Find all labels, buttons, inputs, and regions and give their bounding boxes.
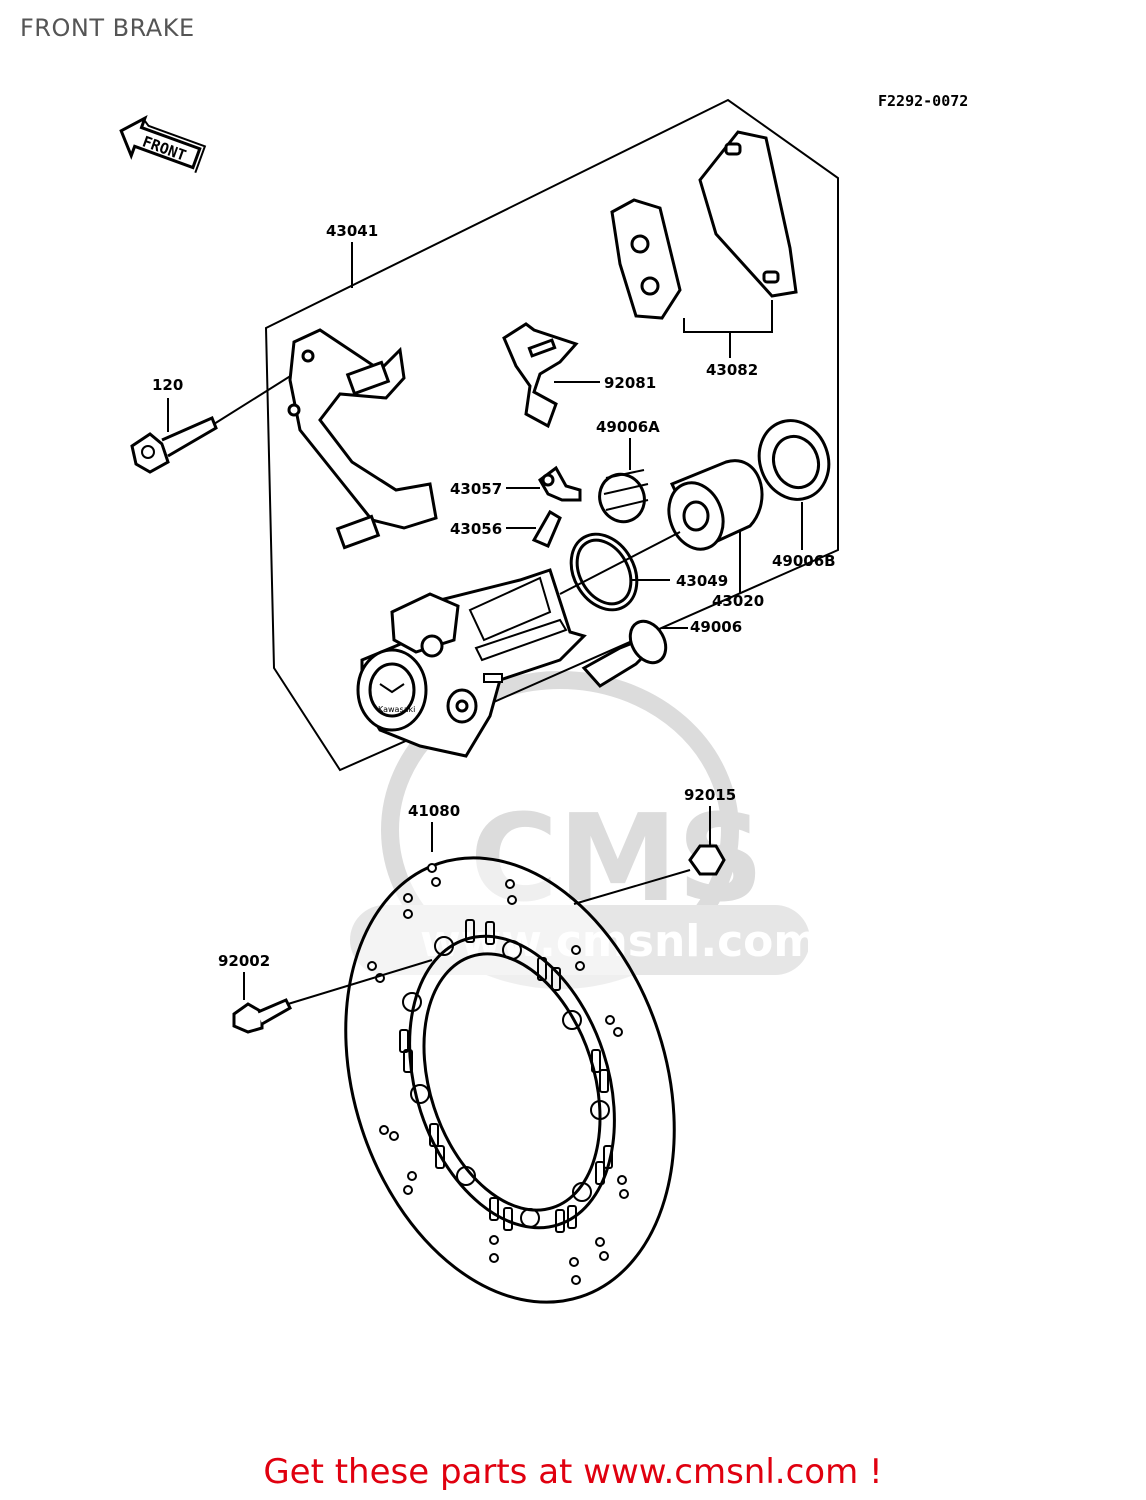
disc-bolt-92002 [232,959,433,1034]
front-arrow-icon: FRONT [119,114,207,174]
label-43049: 43049 [676,572,728,590]
label-43057: 43057 [450,480,502,498]
brake-disc-41080 [344,822,676,1304]
label-92002: 92002 [218,952,270,970]
dust-boot-49006A [598,438,649,524]
front-brake-diagram: CMS www.cmsnl.com FRONT [119,98,839,1304]
disc-outer-holes [367,863,629,1285]
piston-seal-49006B [757,419,831,550]
label-49006A: 49006A [596,418,660,436]
label-43020: 43020 [712,592,764,610]
caliper-badge: Kawasaki [378,705,415,714]
label-92015: 92015 [684,786,736,804]
label-43041: 43041 [326,222,378,240]
label-49006: 49006 [690,618,742,636]
caliper-body: Kawasaki [356,568,587,758]
bleeder-valve-43056 [506,509,562,548]
label-120: 120 [152,376,183,394]
disc-nut-92015 [573,806,726,905]
o-ring-43049 [559,531,681,612]
page-title: FRONT BRAKE [20,14,195,42]
disc-rivet-ring [402,936,610,1228]
footer-cta[interactable]: Get these parts at www.cmsnl.com ! [263,1452,883,1492]
label-92081: 92081 [604,374,656,392]
pin-boot-49006 [581,619,688,688]
caliper-bracket [287,328,438,550]
pad-spring-92081 [502,322,600,429]
label-43082: 43082 [706,361,758,379]
piston-43020 [667,459,764,594]
label-49006B: 49006B [772,552,836,570]
caliper-assembly-outline [264,98,839,772]
part-labels: 43041 120 92081 43082 49006A 43057 43056… [152,222,836,970]
disc-slots [399,919,613,1233]
label-41080: 41080 [408,802,460,820]
brake-pads-43082 [610,130,798,358]
label-43056: 43056 [450,520,502,538]
bleeder-cap-43057 [506,465,582,502]
bolt-120 [130,369,301,474]
figure-code: F2292-0072 [878,92,969,110]
